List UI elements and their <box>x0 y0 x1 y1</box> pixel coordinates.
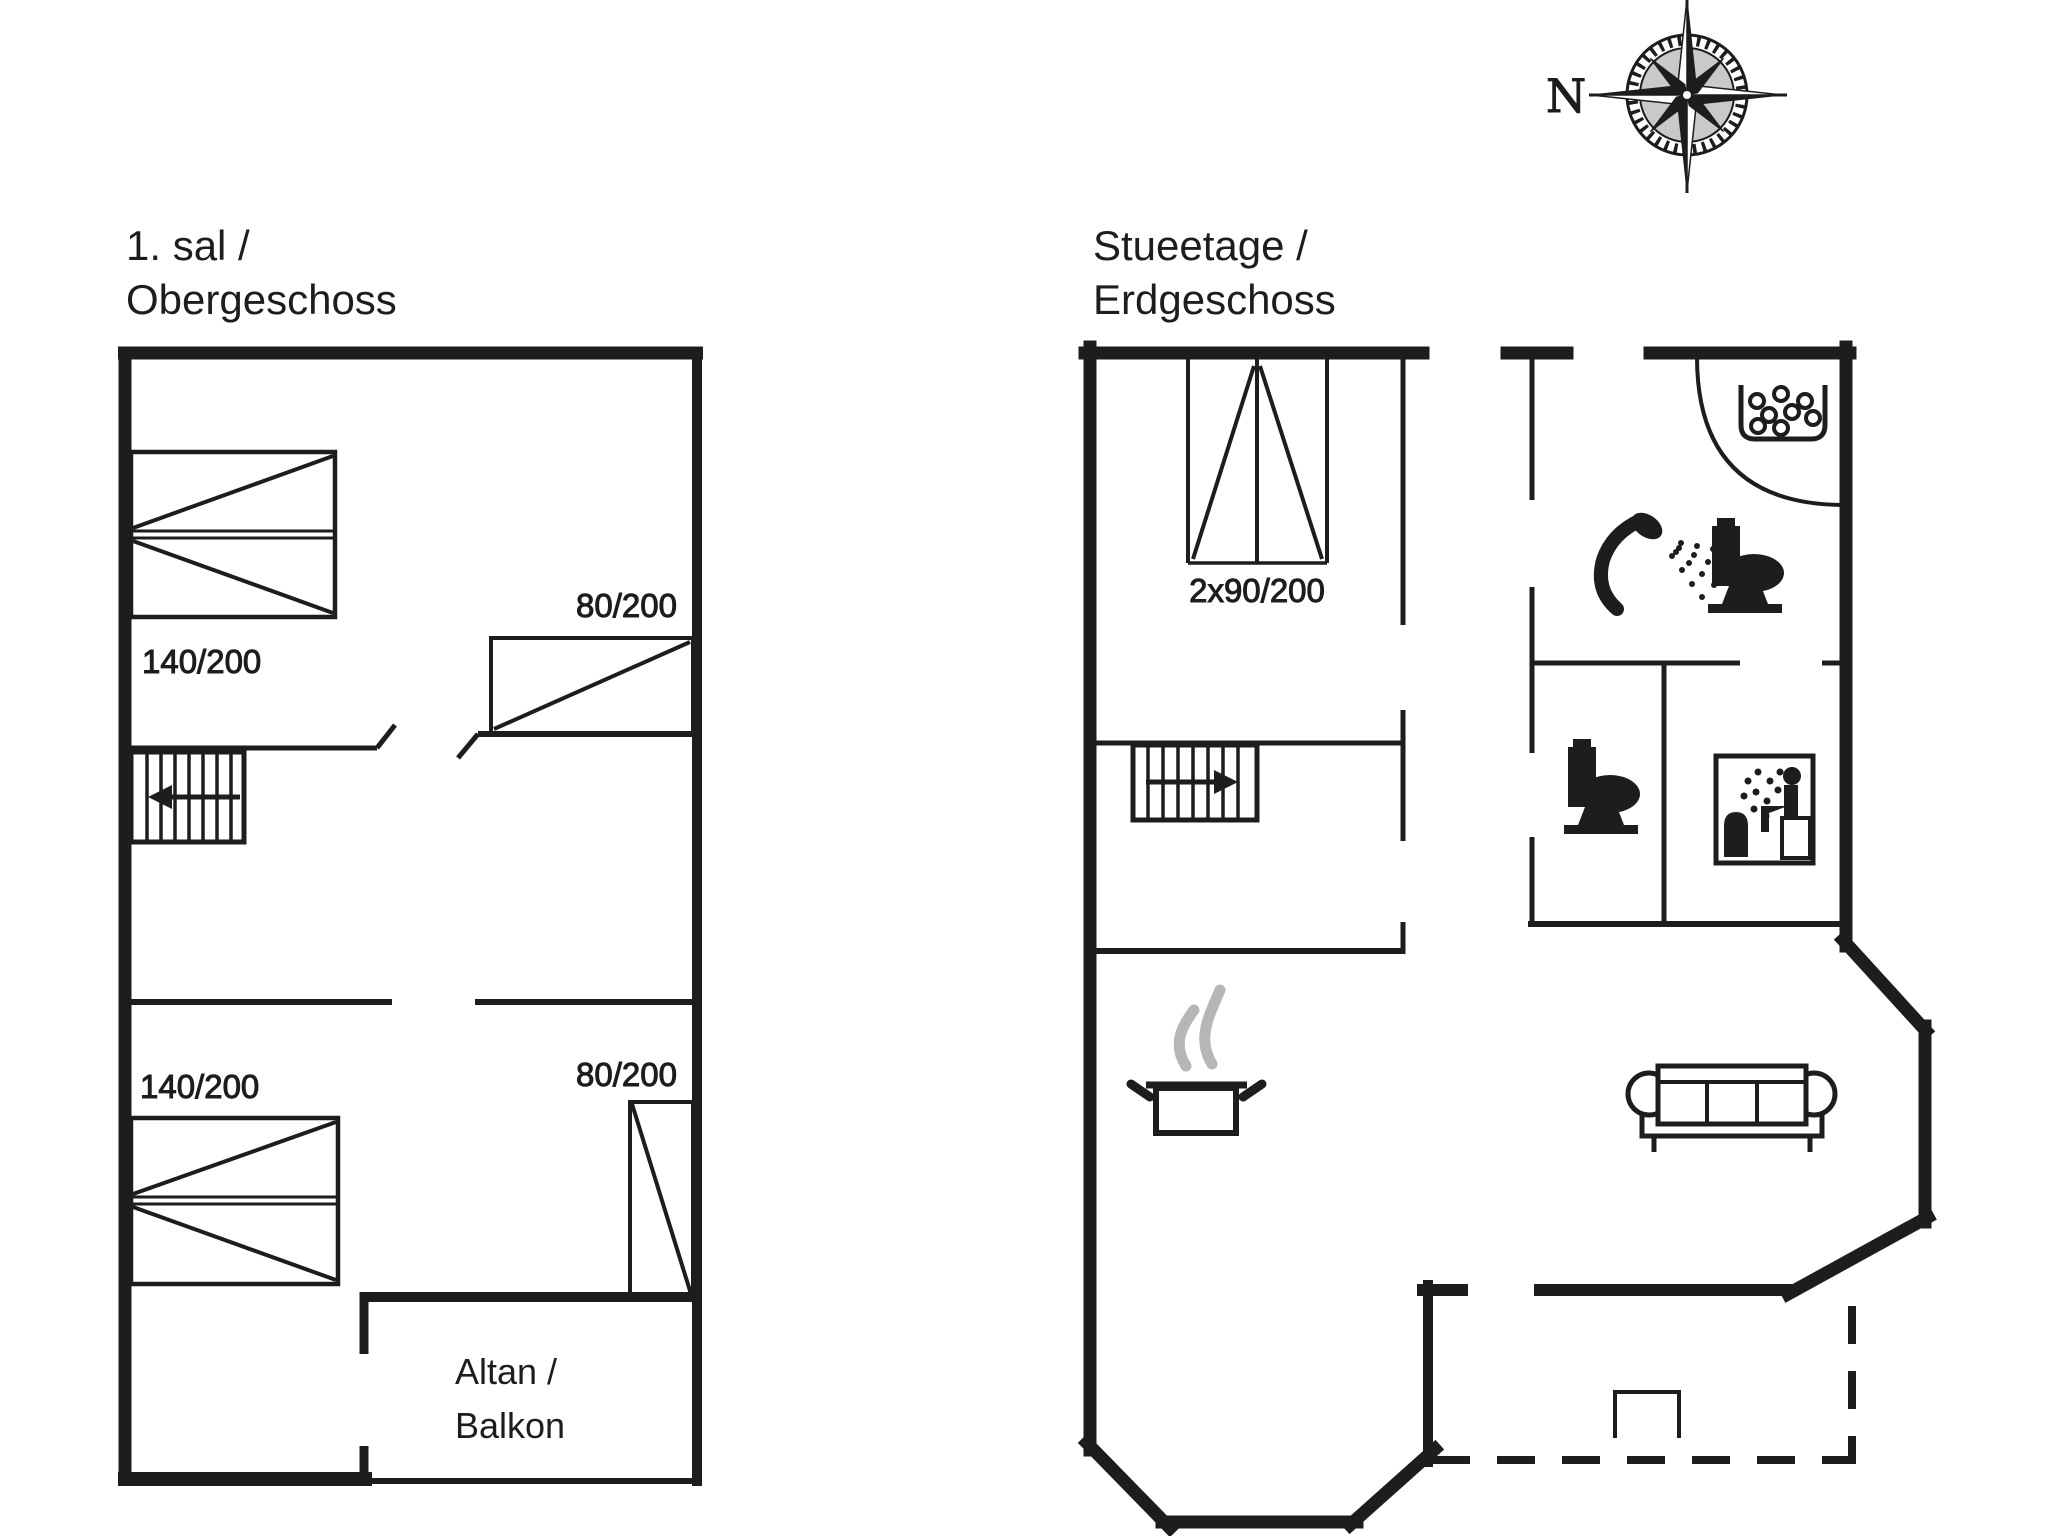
stairs-arrow-right <box>1214 770 1238 794</box>
balcony-label-line2: Balkon <box>455 1405 565 1446</box>
ground-floor-plan: Stueetage / Erdgeschoss <box>1077 222 1937 1536</box>
ground-floor-outer-walls <box>1077 340 1937 1536</box>
upper-floor-title-line2: Obergeschoss <box>126 276 397 323</box>
steam-wisp <box>1199 984 1226 1070</box>
balcony-label: Altan / Balkon <box>455 1351 565 1446</box>
cooking-pot-icon <box>1126 984 1267 1136</box>
compass-rose-icon: N <box>1546 0 1787 193</box>
double-bed-icon <box>128 1115 341 1287</box>
bed-size-label: 140/200 <box>140 1068 259 1105</box>
bed-size-label: 80/200 <box>576 587 677 624</box>
upper-floor-plan: 1. sal / Obergeschoss <box>118 222 703 1486</box>
door-swing-icon <box>375 723 397 750</box>
stairs-arrow-left <box>148 785 172 809</box>
upper-floor-title: 1. sal / Obergeschoss <box>126 222 397 323</box>
sofa-icon <box>1625 1063 1838 1152</box>
washing-machine-icon <box>1738 385 1828 442</box>
stairs-up-icon <box>1130 742 1260 823</box>
ground-floor-title-line1: Stueetage / <box>1093 222 1308 269</box>
toilet-icon <box>1564 739 1640 834</box>
terrace-step-icon <box>1613 1390 1681 1438</box>
door-swing-icon <box>1695 356 1842 507</box>
upper-floor-outer-walls <box>118 346 703 1486</box>
upper-floor-title-line1: 1. sal / <box>126 222 250 269</box>
balcony-label-line1: Altan / <box>455 1351 557 1392</box>
door-swing-icon <box>456 732 480 760</box>
stairs-up-icon <box>128 749 247 845</box>
sauna-icon <box>1713 753 1816 866</box>
double-bed-icon <box>128 449 338 620</box>
double-door-icon <box>1186 359 1329 565</box>
ground-floor-title-line2: Erdgeschoss <box>1093 276 1336 323</box>
bed-size-label: 140/200 <box>142 643 261 680</box>
toilet-icon <box>1708 518 1784 613</box>
entrance-door-label: 2x90/200 <box>1189 572 1325 609</box>
shower-icon <box>1593 512 1731 616</box>
single-bed-icon <box>489 636 695 735</box>
terrace-outline <box>1432 1306 1856 1464</box>
steam-wisp <box>1173 1004 1200 1072</box>
ground-floor-title: Stueetage / Erdgeschoss <box>1093 222 1336 323</box>
bed-size-label: 80/200 <box>576 1056 677 1093</box>
single-bed-icon <box>628 1100 695 1299</box>
north-label: N <box>1546 69 1586 123</box>
